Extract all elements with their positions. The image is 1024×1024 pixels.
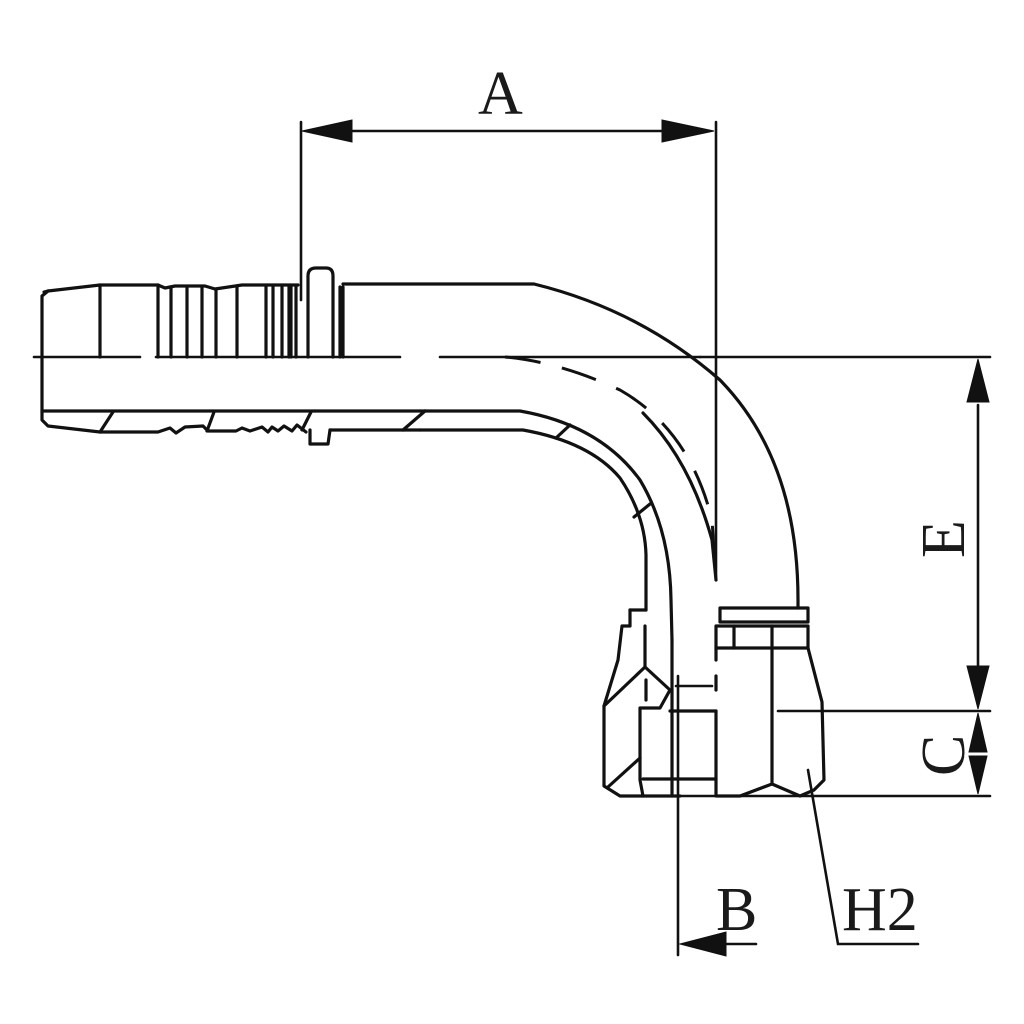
arrow-left-icon (678, 931, 727, 957)
dimension-label-h2: H2 (842, 876, 918, 944)
arrow-up-icon (968, 712, 988, 753)
dimension-label-c: C (910, 735, 978, 776)
dimension-c: C (618, 712, 992, 798)
dimension-label-a: A (478, 60, 523, 128)
dimension-a: A (299, 60, 718, 582)
hose-tail (40, 266, 422, 446)
elbow-tube (341, 282, 800, 642)
arrow-right-icon (661, 119, 715, 143)
dimension-label-b: B (716, 876, 757, 944)
dimension-e: E (698, 355, 992, 713)
dimension-label-e: E (910, 520, 978, 558)
dimension-h2: H2 (806, 768, 920, 946)
arrow-down-icon (968, 755, 988, 795)
centerlines (32, 355, 718, 581)
swivel-nut (602, 606, 826, 798)
arrow-up-icon (966, 358, 990, 403)
arrow-left-icon (301, 119, 353, 143)
dimension-b: B (674, 674, 757, 957)
arrow-down-icon (966, 665, 990, 710)
